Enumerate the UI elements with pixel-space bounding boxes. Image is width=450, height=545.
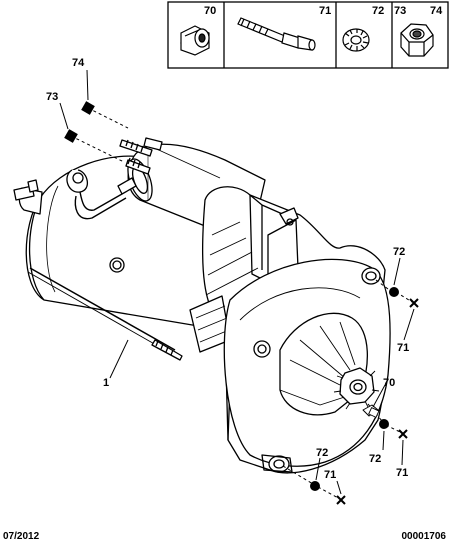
washer-marker-72c [310,481,320,491]
legend-ref-71: 71 [319,5,331,17]
callout-73: 73 [46,91,58,103]
bolt-marker-71c [336,495,346,505]
sleeve-marker-70 [368,406,380,418]
callout-72-middle: 72 [369,453,381,465]
legend-ref-72: 72 [372,5,384,17]
legend-ref-70: 70 [204,5,216,17]
starter-motor [13,137,391,474]
footer-date: 07/2012 [3,531,40,542]
footer-reference: 00001706 [401,531,447,542]
pinion-gear [333,367,380,410]
callout-72-lower: 72 [316,447,328,459]
callout-71-upper: 71 [397,342,409,354]
spacer-sleeve-icon [180,25,210,56]
nut-marker-74 [81,101,95,115]
bolt-icon [237,17,316,51]
legend-ref-73: 73 [394,5,406,17]
lock-washer-icon [342,28,370,52]
washer-marker-72a [389,287,399,297]
hex-nut-icon [400,23,434,57]
callout-70: 70 [383,377,395,389]
bolt-marker-71b [398,429,408,439]
callout-1: 1 [103,377,109,389]
washer-marker-72b [379,419,389,429]
callout-72-upper: 72 [393,246,405,258]
nut-marker-73 [64,129,78,143]
legend-ref-74: 74 [430,5,443,17]
bolt-marker-71a [409,298,419,308]
callout-71-middle: 71 [396,467,408,479]
callout-71-lower: 71 [324,469,336,481]
parts-legend [167,1,449,69]
callout-74: 74 [72,57,85,69]
leader-lines [59,69,415,495]
